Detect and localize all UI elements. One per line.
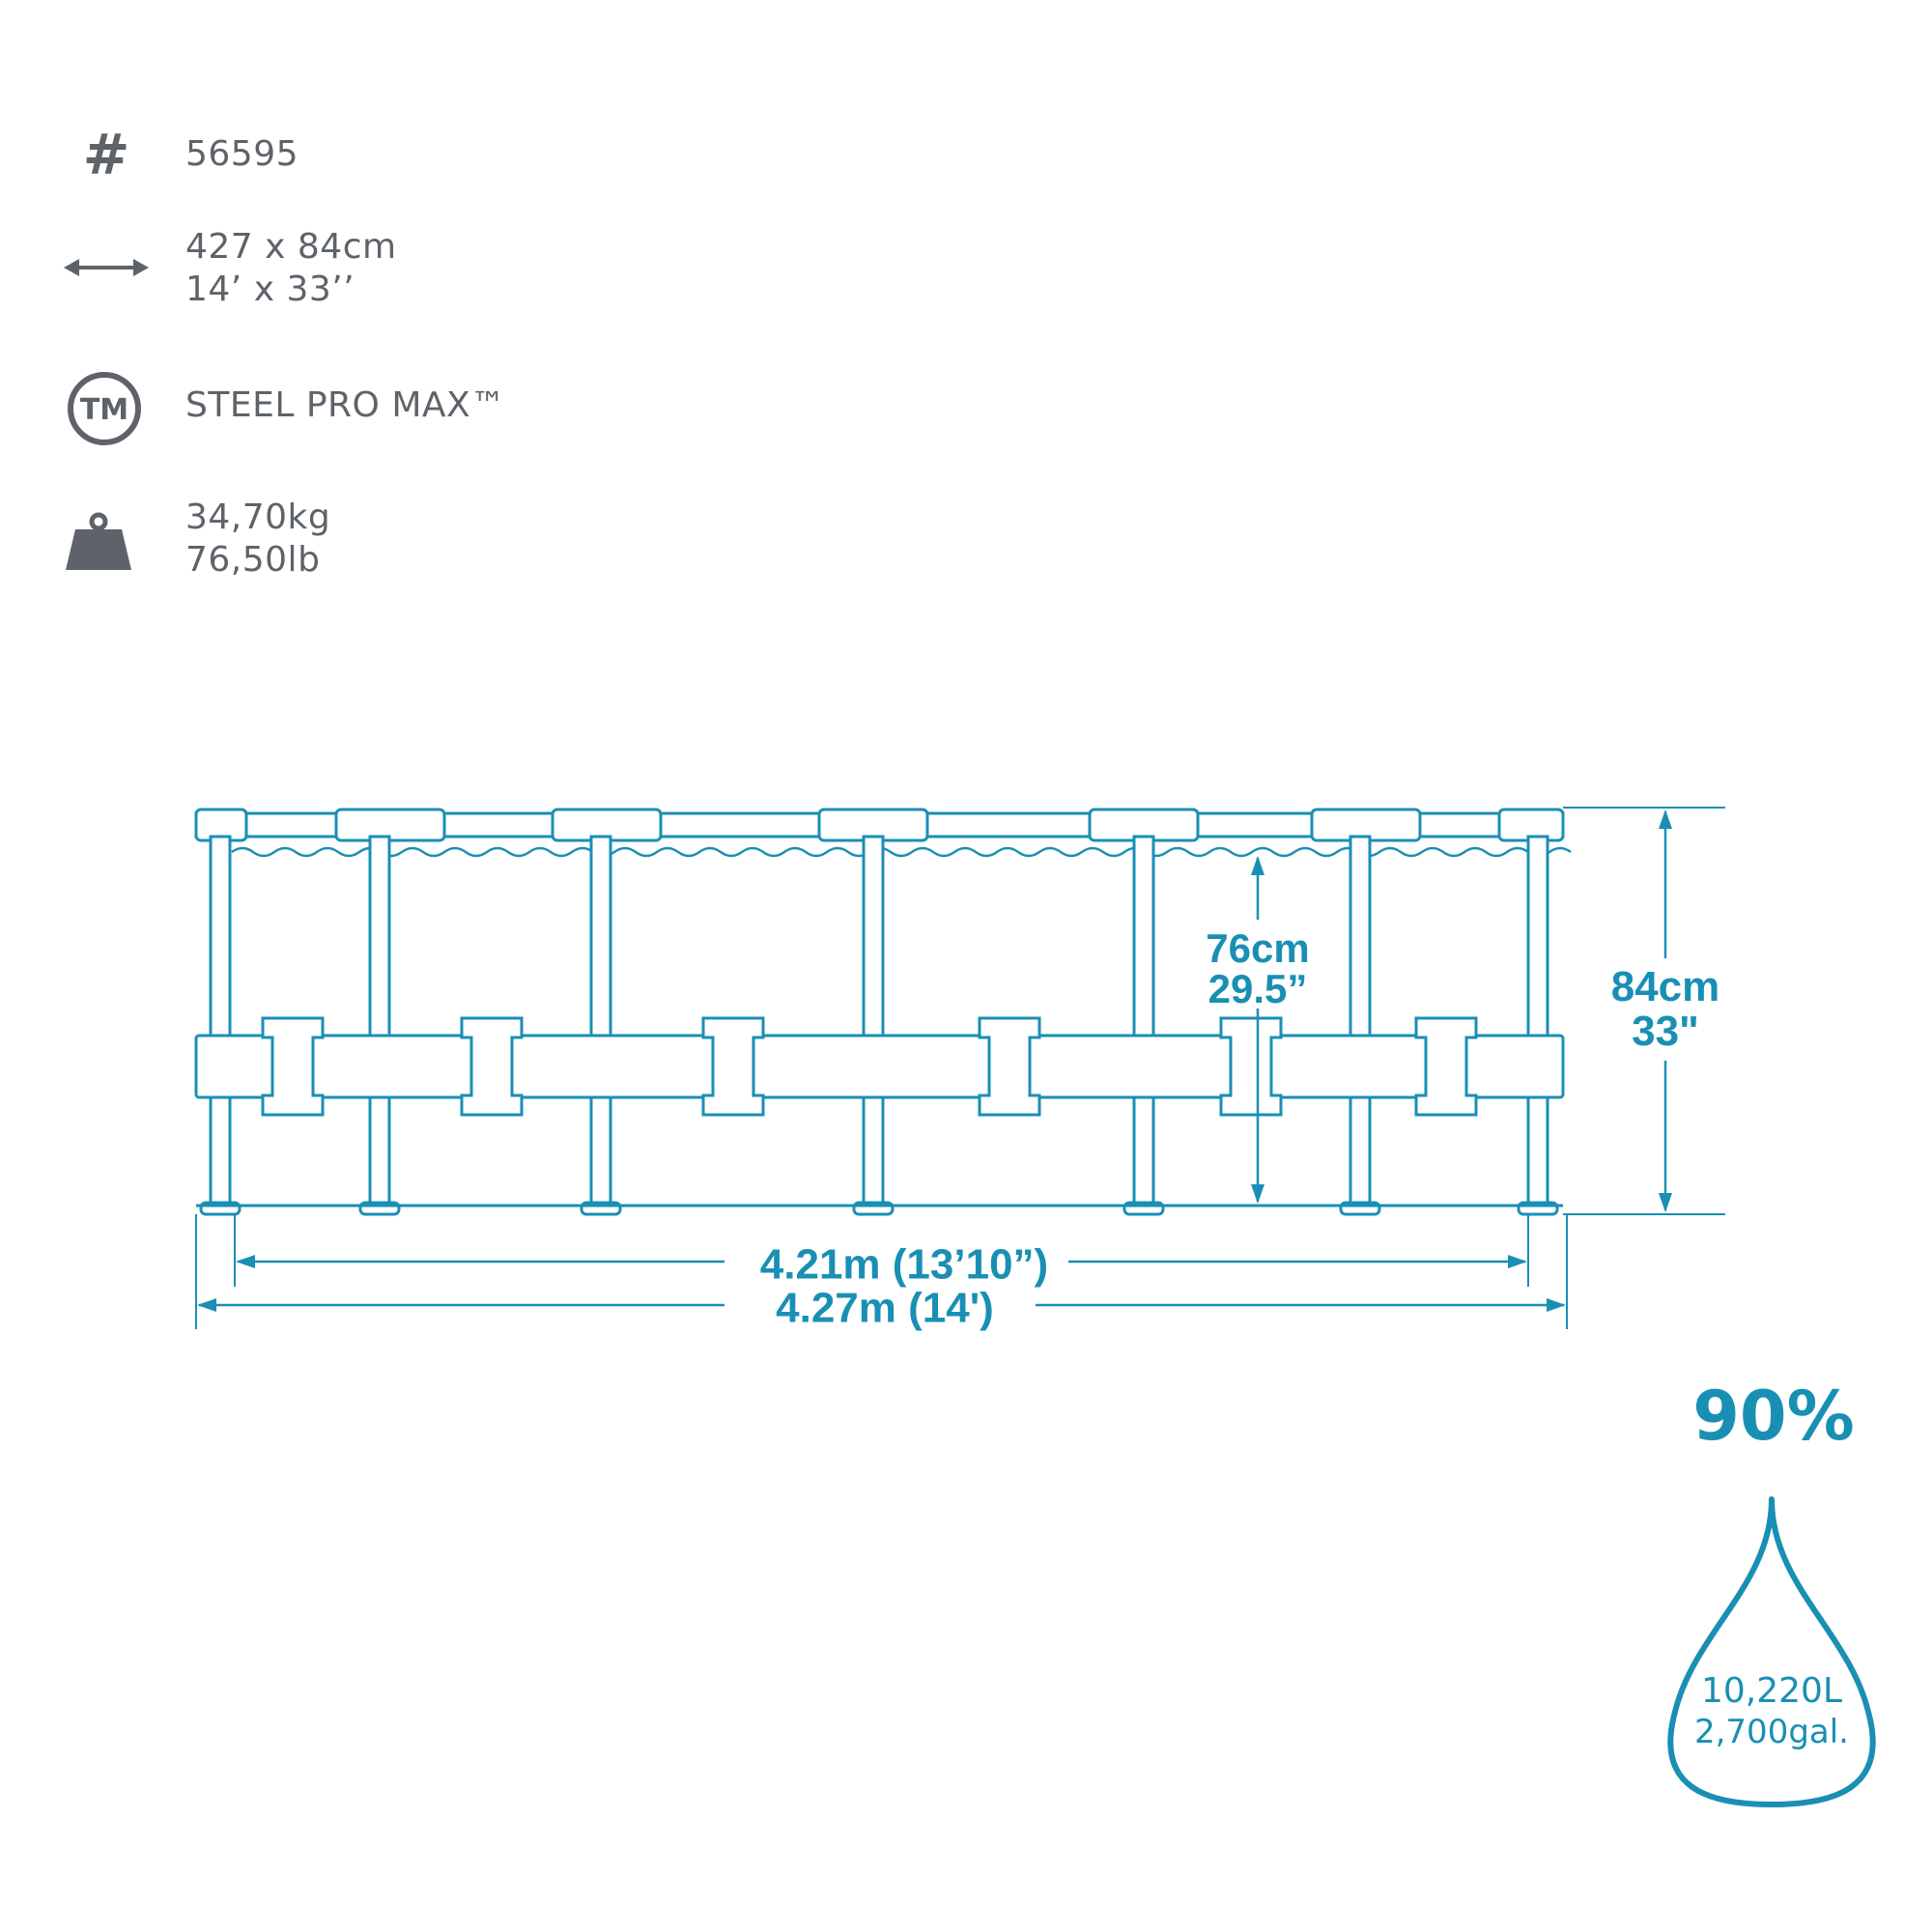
width-extension-lines [195,1214,1568,1329]
hash-icon: # [83,128,130,182]
pool-weight: 34,70kg 76,50lb [185,497,330,582]
weight-icon [66,512,131,570]
support-belt [194,1034,1565,1099]
inner-width-label: 4.21m (13’10”) [760,1241,1048,1289]
pool-weight-kg: 34,70kg [185,497,331,537]
pool-size-imperial: 14’ x 33’’ [185,269,355,309]
pool-height-in: 33" [1632,1008,1699,1055]
water-line [231,846,1572,858]
frame-posts [209,835,1549,1208]
capacity-liters: 10,220L [1701,1671,1842,1711]
pool-height-cm: 84cm [1611,963,1720,1010]
water-depth-cm: 76cm [1206,925,1309,971]
capacity-gallons: 2,700gal. [1694,1713,1849,1751]
water-depth-in: 29.5” [1208,966,1308,1011]
product-line: STEEL PRO MAX™ [185,385,506,425]
outer-width-label: 4.27m (14') [776,1285,994,1332]
pool-size: 427 x 84cm 14’ x 33’’ [185,226,397,311]
pool-size-metric: 427 x 84cm [185,227,397,267]
hash-icon-glyph: # [83,128,130,182]
model-number: 56595 [185,134,299,174]
double-arrow-icon [64,259,149,276]
trademark-icon-label: TM [80,393,128,427]
water-drop-icon [1667,1496,1876,1807]
trademark-icon: TM [68,372,141,445]
fill-percent: 90% [1692,1377,1855,1456]
belt-buckles [261,1016,1478,1117]
pool-weight-lb: 76,50lb [185,539,321,580]
pool-frame [194,808,1572,1216]
